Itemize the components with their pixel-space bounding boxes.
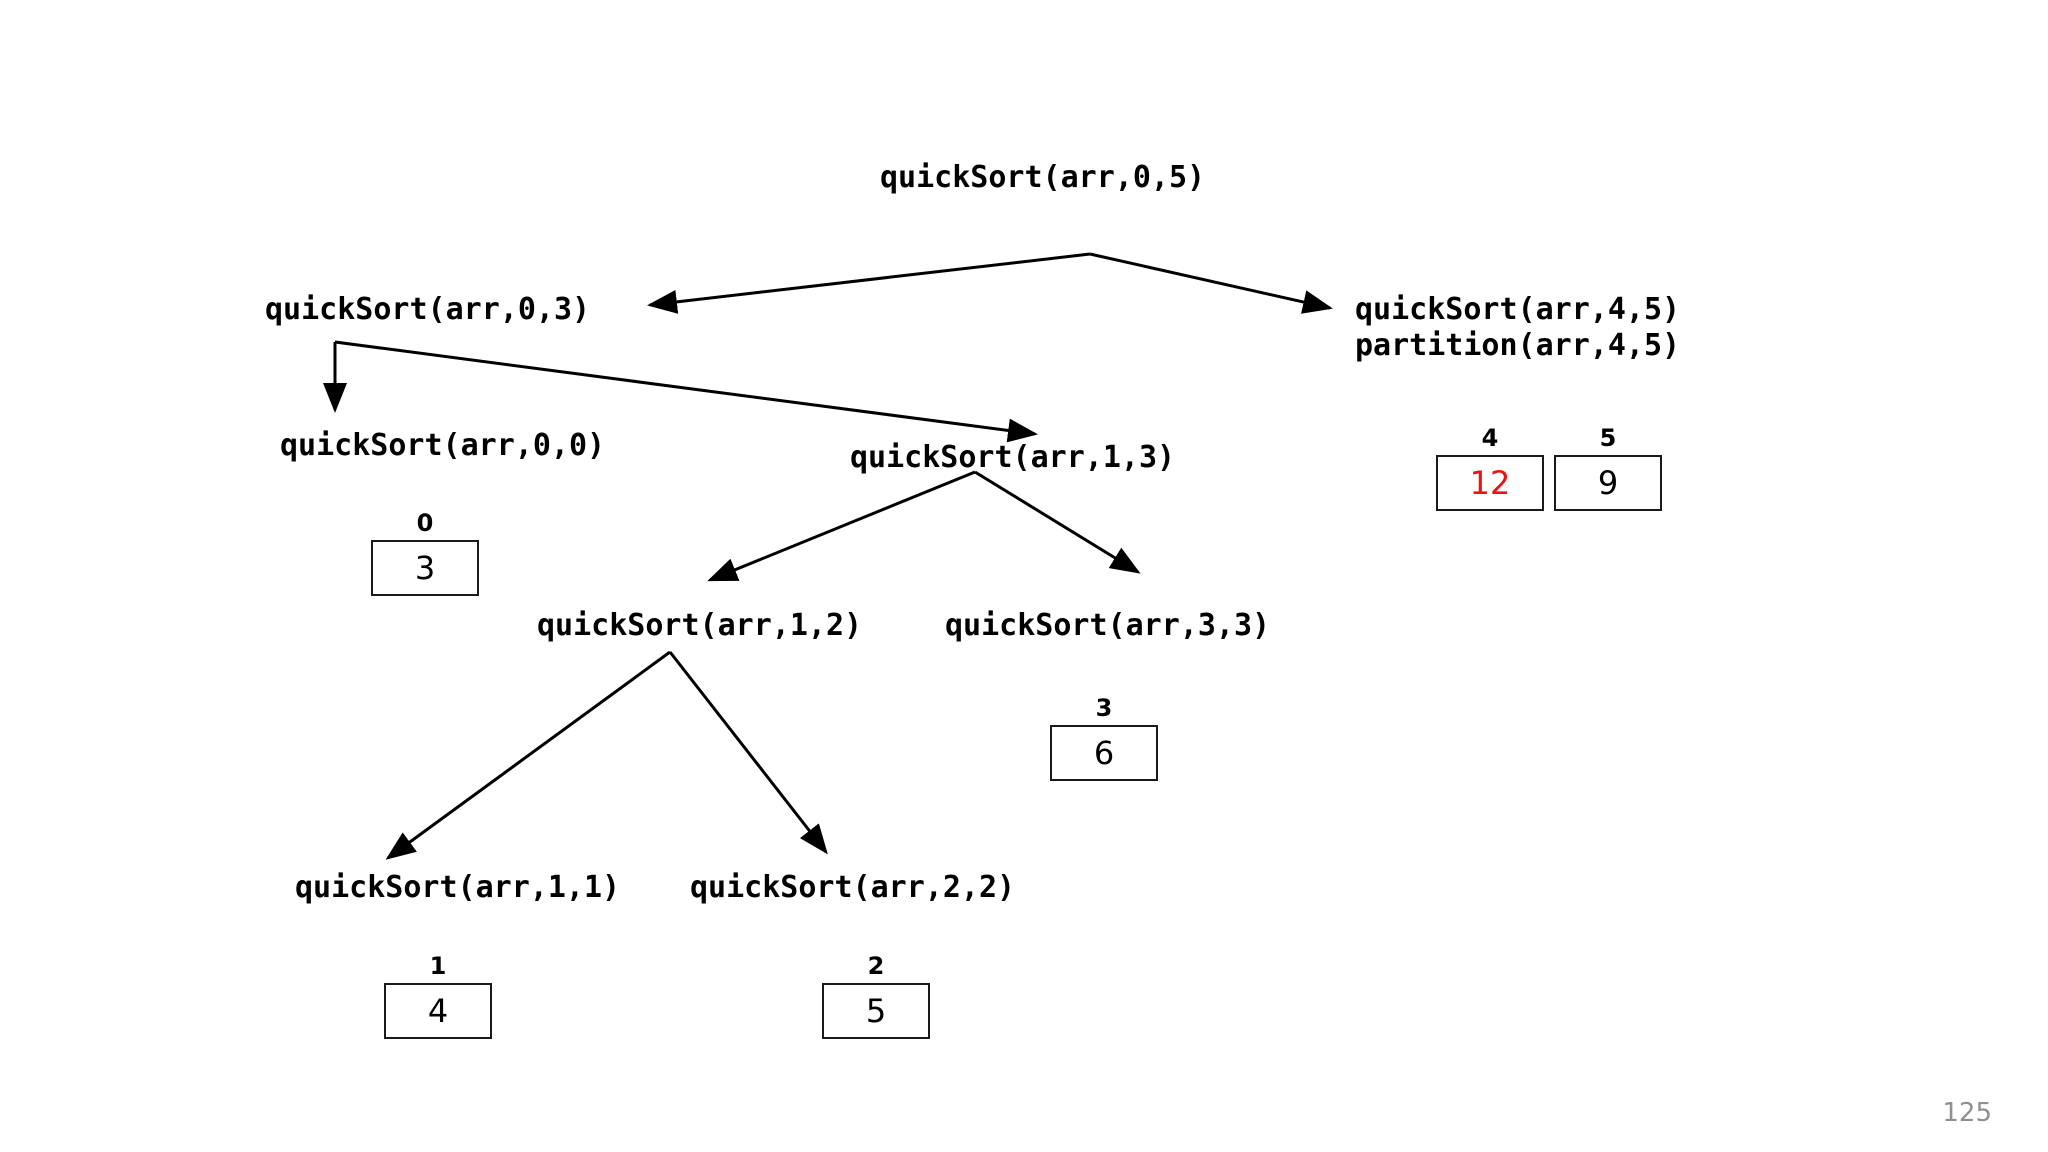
edge-n1-to-n4 [334,340,1038,443]
array-cell-value: 9 [1554,455,1662,511]
array-cell-index: 4 [1481,424,1499,452]
call-node-n5: quickSort(arr,1,2) [537,608,863,643]
array-cell-value: 6 [1050,725,1158,781]
array-cell-index: 1 [429,952,447,980]
edge-n5-to-n8 [668,651,828,855]
page-number: 125 [1942,1098,1992,1128]
edge-n5-to-n7 [385,650,671,860]
array-cell-index: 3 [1095,694,1113,722]
call-node-n2b: partition(arr,4,5) [1355,328,1681,363]
edge-n0-to-n2 [1089,252,1333,314]
array-cell-index: 2 [867,952,885,980]
edge-n0-to-n1 [647,252,1091,314]
array-cell-index: 0 [416,509,434,537]
call-node-n4: quickSort(arr,1,3) [850,440,1176,475]
array-cell-value: 5 [822,983,930,1039]
call-node-n2: quickSort(arr,4,5) [1355,292,1681,327]
call-node-n6: quickSort(arr,3,3) [945,608,1271,643]
edge-n4-to-n5 [707,470,976,582]
call-node-n3: quickSort(arr,0,0) [280,428,606,463]
call-node-n7: quickSort(arr,1,1) [295,870,621,905]
call-node-n8: quickSort(arr,2,2) [690,870,1016,905]
call-node-n1: quickSort(arr,0,3) [265,292,591,327]
call-node-n0: quickSort(arr,0,5) [880,160,1206,195]
array-cell-value: 3 [371,540,479,596]
array-cell-index: 5 [1599,424,1617,452]
edge-n4-to-n6 [974,470,1141,574]
array-cell-value: 4 [384,983,492,1039]
array-cell-value: 12 [1436,455,1544,511]
